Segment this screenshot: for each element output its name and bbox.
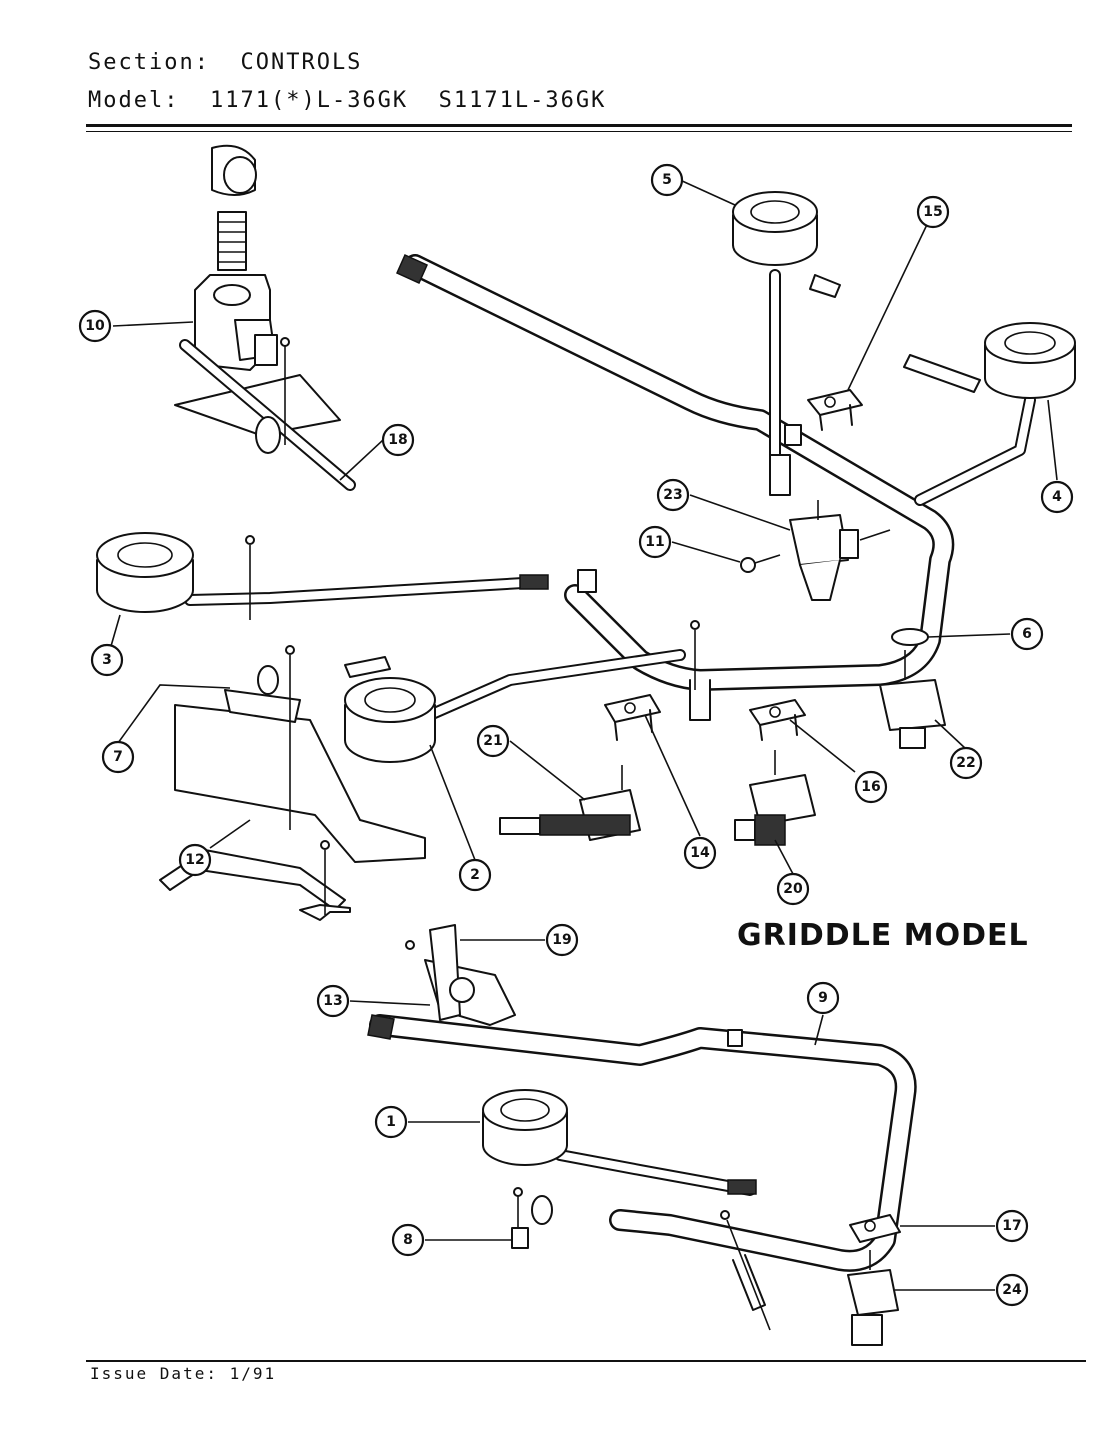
cap-14 [604, 694, 661, 741]
cap-16 [749, 699, 806, 741]
callout-10: 10 [78, 309, 112, 343]
burner-4 [903, 322, 1076, 506]
svg-text:9: 9 [818, 990, 828, 1006]
burner-1 [482, 1089, 757, 1196]
footer-rule [86, 1360, 1086, 1362]
callout-23: 23 [656, 478, 690, 512]
callout-5: 5 [650, 163, 684, 197]
callout-7: 7 [101, 740, 135, 774]
svg-text:17: 17 [1002, 1218, 1021, 1234]
svg-text:13: 13 [323, 993, 342, 1009]
callout-19: 19 [545, 923, 579, 957]
header-rule-thin [86, 131, 1072, 132]
model-value: 1171(*)L-36GK S1171L-36GK [209, 88, 607, 113]
callout-22: 22 [949, 746, 983, 780]
svg-text:3: 3 [102, 652, 112, 668]
svg-text:14: 14 [690, 845, 710, 861]
svg-text:20: 20 [783, 881, 803, 897]
svg-text:15: 15 [923, 204, 942, 220]
callout-11: 11 [638, 525, 672, 559]
upper-manifold [396, 254, 955, 721]
cap-15 [807, 389, 863, 431]
svg-text:18: 18 [388, 432, 407, 448]
burner-3 [96, 532, 549, 613]
callout-16: 16 [854, 770, 888, 804]
callout-13: 13 [316, 984, 350, 1018]
svg-text:16: 16 [861, 779, 880, 795]
valve-22 [879, 628, 946, 749]
callout-1: 1 [374, 1105, 408, 1139]
svg-text:1: 1 [386, 1114, 396, 1130]
callout-15: 15 [916, 195, 950, 229]
svg-text:11: 11 [645, 534, 664, 550]
section-header: Section: CONTROLS [88, 50, 362, 75]
valve-23 [740, 454, 891, 601]
svg-text:6: 6 [1022, 626, 1032, 642]
callout-18: 18 [381, 423, 415, 457]
regulator-10 [194, 144, 278, 371]
callout-9: 9 [806, 981, 840, 1015]
callout-21: 21 [476, 724, 510, 758]
callout-17: 17 [995, 1209, 1029, 1243]
callout-2: 2 [458, 858, 492, 892]
leader-lines [106, 179, 1058, 1291]
callout-4: 4 [1040, 480, 1074, 514]
valve-21 [499, 765, 641, 841]
svg-text:22: 22 [956, 755, 975, 771]
section-value: CONTROLS [240, 50, 363, 75]
valve-24-17 [720, 1210, 901, 1346]
bracket-13-19 [405, 924, 516, 1026]
svg-text:10: 10 [85, 318, 105, 334]
svg-text:5: 5 [662, 172, 672, 188]
griddle-model-label: GRIDDLE MODEL [737, 918, 1029, 953]
issue-date: Issue Date: 1/91 [90, 1364, 277, 1383]
svg-text:4: 4 [1052, 489, 1062, 505]
svg-text:8: 8 [403, 1232, 413, 1248]
callout-14: 14 [683, 836, 717, 870]
callout-8: 8 [391, 1223, 425, 1257]
svg-text:21: 21 [483, 733, 502, 749]
valve-20 [734, 750, 816, 846]
svg-text:7: 7 [113, 749, 123, 765]
bracket-18 [174, 337, 356, 491]
section-label: Section: [88, 50, 210, 75]
model-header: Model: 1171(*)L-36GK S1171L-36GK [88, 88, 606, 113]
svg-text:12: 12 [185, 852, 204, 868]
model-label: Model: [88, 88, 180, 113]
svg-text:19: 19 [552, 932, 571, 948]
svg-text:24: 24 [1002, 1282, 1022, 1298]
bracket-8 [511, 1187, 553, 1249]
header-rule [86, 124, 1072, 127]
callout-group: 5 15 10 18 4 23 11 3 6 7 21 22 14 16 12 … [78, 163, 1074, 1307]
svg-text:23: 23 [663, 487, 682, 503]
callout-6: 6 [1010, 617, 1044, 651]
callout-3: 3 [90, 643, 124, 677]
svg-text:2: 2 [470, 867, 480, 883]
callout-12: 12 [178, 843, 212, 877]
griddle-manifold [367, 1014, 917, 1311]
callout-24: 24 [995, 1273, 1029, 1307]
burner-2 [344, 649, 686, 763]
callout-20: 20 [776, 872, 810, 906]
burner-5 [732, 191, 841, 461]
